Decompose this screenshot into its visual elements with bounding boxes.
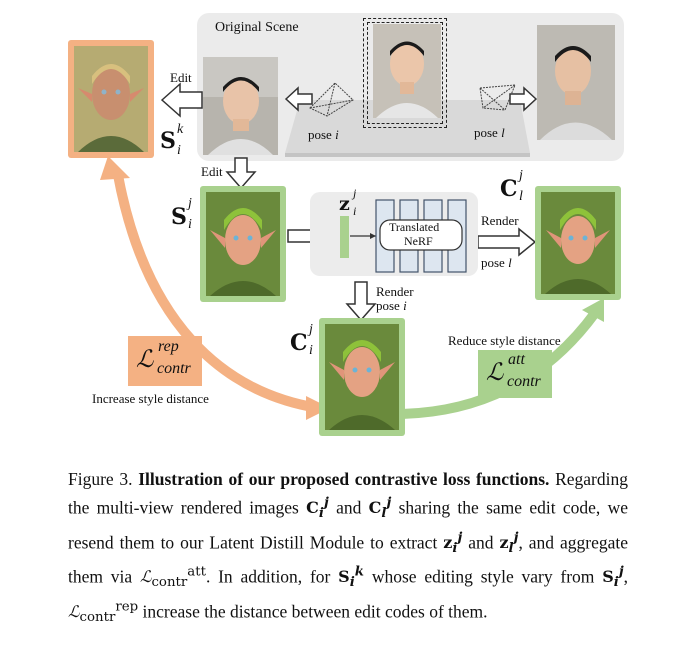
pose-i-text: pose: [308, 127, 332, 142]
caption-prefix: Figure 3.: [68, 469, 133, 489]
nerf-blocks: [350, 199, 467, 273]
translated-nerf-line1: Translated: [389, 220, 440, 234]
center-dashed-frame-inner: [367, 22, 443, 124]
loss-rep-symbol: ℒ: [136, 345, 153, 373]
arrow-left-inner-icon: [284, 86, 313, 112]
symbol-c-letter-2: C: [290, 330, 308, 356]
original-face-left: [203, 57, 278, 155]
caption-t1: Regarding the multi-view rendered images: [68, 469, 628, 518]
caption-s-i-k: Sik: [338, 564, 365, 591]
orange-arrowhead-right-icon: [306, 396, 330, 420]
caption-l-att: ℒcontratt: [139, 565, 206, 591]
caption-c-l-j: Clj: [368, 495, 392, 522]
symbol-c-l-j-sub: l: [519, 189, 523, 204]
edit-label-down: Edit: [201, 164, 223, 179]
symbol-s-letter: S: [160, 128, 176, 154]
camera-pose-l-icon: [479, 84, 516, 111]
caption-t9: increase the distance between edit codes…: [142, 600, 488, 621]
symbol-s-i-k-sup: k: [177, 122, 184, 137]
loss-att-sup: att: [508, 351, 525, 368]
orange-arrowhead-up-icon: [100, 156, 130, 180]
hollow-arrows: [160, 82, 538, 322]
pose-l-label: pose l: [474, 125, 505, 141]
loss-att-symbol: ℒ: [486, 358, 503, 386]
elf-portrait-c-i-j: [325, 324, 399, 430]
edit-label-top: Edit: [170, 70, 192, 85]
caption-s-i-j: Sij: [602, 564, 624, 591]
caption-t3: sharing the same edit code, we resend th…: [68, 497, 628, 552]
caption-z-l-j: zlj: [499, 529, 519, 557]
loss-rep-box: [128, 336, 202, 386]
translated-nerf-line2: NeRF: [404, 234, 433, 248]
symbol-s-i-k-sub: i: [177, 143, 181, 158]
render-down-pose: pose i: [376, 298, 407, 314]
symbol-z-i-j-sup: j: [353, 186, 357, 200]
elf-portrait-c-l-j: [541, 192, 615, 294]
symbol-c-i-j: C: [290, 330, 308, 356]
center-dashed-frame: [363, 18, 447, 128]
caption-z-i-j: zij: [443, 529, 463, 557]
symbol-s-i-j-sup: j: [188, 196, 192, 211]
elf-portrait-s-i-k: [74, 46, 148, 152]
symbol-s-i-j: S: [171, 204, 187, 230]
loss-rep-sub: contr: [157, 360, 191, 377]
original-scene-title: Original Scene: [215, 20, 299, 35]
symbol-c-l-j: C: [500, 176, 518, 202]
symbol-s-i-j-sub: i: [188, 217, 192, 232]
symbol-z-i-j-sub: i: [353, 204, 357, 218]
loss-att-l: ℒ: [486, 358, 504, 386]
caption-t6: . In addition, for: [205, 566, 331, 587]
camera-pose-i-icon: [309, 82, 354, 117]
symbol-c-i-j-sup: j: [309, 322, 313, 337]
arrow-right-inner-icon: [509, 86, 538, 112]
caption-t5: , and aggregate them via: [68, 531, 629, 587]
caption-t8: ,: [623, 566, 629, 587]
edit-arrow-left-icon: [160, 82, 203, 118]
elf-portrait-s-i-j: [206, 192, 280, 296]
figure-caption: Figure 3. Illustration of our proposed c…: [68, 467, 628, 630]
loss-rep-sup: rep: [158, 338, 179, 355]
scene-floor: [285, 100, 530, 157]
reduce-style-label: Reduce style distance: [448, 333, 561, 348]
caption-t2: and: [336, 497, 362, 518]
symbol-c-letter: C: [500, 176, 518, 202]
symbol-z-i-j: z: [339, 193, 350, 215]
render-right-pose: pose l: [481, 255, 512, 271]
original-face-center: [373, 24, 441, 118]
caption-c-i-j: Cij: [306, 495, 329, 522]
symbol-s-i-k: S: [160, 128, 176, 154]
render-right-arrow-icon: [477, 227, 537, 257]
caption-t4: and: [468, 531, 494, 552]
render-right-pose-text: pose: [481, 255, 505, 270]
pose-l-var: l: [501, 125, 505, 140]
original-face-right: [537, 25, 615, 140]
render-right-pose-var: l: [508, 255, 512, 270]
symbol-z-letter: z: [339, 193, 350, 215]
symbol-c-l-j-sup: j: [519, 168, 523, 183]
render-down-arrow-icon: [345, 281, 377, 322]
pose-i-label: pose i: [308, 127, 339, 143]
edit-arrow-down-icon: [225, 157, 257, 190]
render-down-pose-var: i: [403, 298, 407, 313]
render-down-pose-text: pose: [376, 298, 400, 313]
render-down-label: Render: [376, 284, 414, 299]
loss-att-sub: contr: [507, 373, 541, 390]
green-arrowhead-up-icon: [582, 298, 604, 322]
render-right-label: Render: [481, 213, 519, 228]
symbol-s-letter-2: S: [171, 204, 187, 230]
loss-att-box: [478, 350, 552, 398]
loss-rep-l: ℒ: [136, 345, 154, 373]
caption-l-rep: ℒcontrrep: [68, 599, 139, 626]
caption-t7: whose editing style vary from: [371, 566, 595, 587]
increase-style-label: Increase style distance: [92, 391, 209, 406]
pose-i-var: i: [335, 127, 339, 142]
symbol-c-i-j-sub: i: [309, 343, 313, 358]
pose-l-text: pose: [474, 125, 498, 140]
edit-code-bar: [340, 216, 349, 258]
caption-bold: Illustration of our proposed contrastive…: [138, 469, 550, 489]
